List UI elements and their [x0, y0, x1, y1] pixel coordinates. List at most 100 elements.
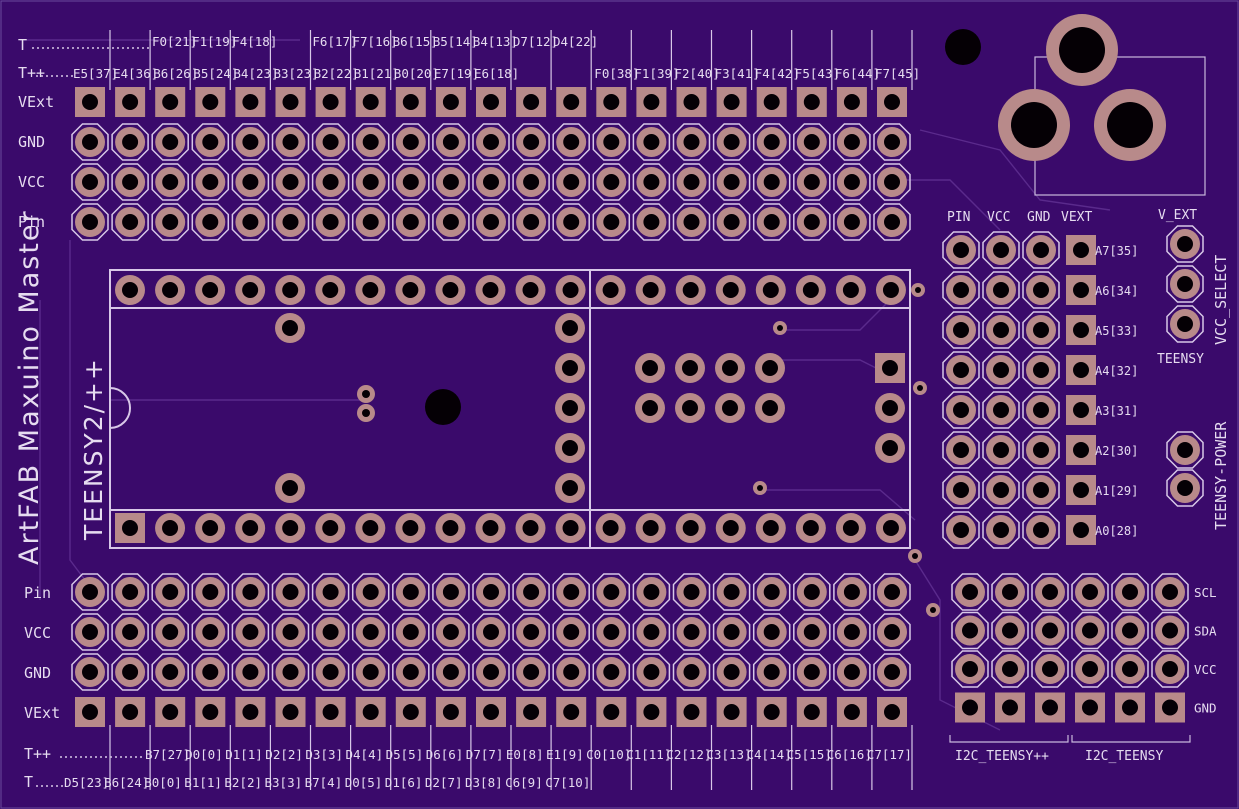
top-t-pin-label: B4[13] — [473, 34, 518, 49]
top-row-label: VExt — [18, 93, 54, 111]
via — [913, 381, 927, 395]
header-pin — [793, 613, 831, 651]
header-pin — [395, 697, 426, 727]
bottom-tpp-pin-label: C6[16] — [827, 747, 872, 762]
header-pin — [833, 203, 871, 241]
header-pin — [552, 123, 590, 161]
analog-header-pin — [1022, 351, 1060, 389]
header-pin — [552, 163, 590, 201]
header-pin — [271, 203, 310, 241]
header-pin — [712, 123, 751, 161]
teensy-pin — [275, 275, 306, 305]
bottom-row-label: VExt — [24, 704, 60, 722]
teensy-center-hole — [425, 389, 461, 425]
vcc-select-pin — [1166, 225, 1204, 263]
mounting-hole — [945, 29, 981, 65]
header-pin — [432, 573, 470, 611]
header-pin — [271, 573, 310, 611]
header-pin — [592, 573, 631, 611]
header-pin — [716, 87, 747, 117]
bottom-t-pin-label: B2[2] — [224, 775, 262, 790]
teensy-pin — [795, 275, 826, 305]
analog-col-label: GND — [1027, 210, 1051, 225]
header-pin — [235, 697, 266, 727]
header-pin — [195, 87, 226, 117]
teensy-pin — [795, 513, 826, 543]
header-pin — [115, 697, 146, 727]
header-pin — [793, 163, 831, 201]
i2c-group-left-label: I2C_TEENSY++ — [955, 749, 1049, 764]
teensy-pin — [675, 513, 706, 543]
bottom-tpp-pin-label: D1[1] — [225, 747, 263, 762]
teensy-footprint — [109, 269, 911, 549]
analog-pin-label: A0[28] — [1095, 524, 1138, 538]
header-pin — [712, 613, 751, 651]
teensy-pin — [355, 275, 386, 305]
header-pin — [712, 653, 751, 691]
header-pin — [556, 87, 587, 117]
header-pin — [271, 163, 310, 201]
teensy-label: TEENSY2/++ — [79, 357, 108, 541]
header-pin — [231, 163, 270, 201]
header-pin — [512, 163, 550, 201]
analog-header-pin — [1066, 515, 1096, 545]
header-pin — [833, 613, 871, 651]
i2c-pin — [1111, 611, 1149, 650]
header-pin — [151, 203, 189, 241]
header-pin — [552, 203, 590, 241]
header-pin — [712, 163, 751, 201]
top-tpp-pin-label: E6[18] — [474, 66, 519, 81]
via — [926, 603, 940, 617]
teensy-inner-pin — [675, 353, 705, 383]
header-pin — [155, 87, 186, 117]
analog-col-label: VCC — [987, 210, 1010, 225]
i2c-pin — [1151, 573, 1189, 611]
header-pin — [752, 653, 791, 691]
top-tpp-pin-label: F0[38] — [594, 66, 639, 81]
analog-header-pin — [1066, 395, 1096, 425]
vcc-select-pin — [1166, 305, 1204, 343]
small-via — [357, 385, 375, 403]
header-pin — [636, 87, 667, 117]
analog-header-pin — [1066, 315, 1096, 345]
teensy-pin — [235, 275, 266, 305]
analog-pin-label: A6[34] — [1095, 284, 1138, 298]
teensy-pin — [395, 275, 426, 305]
teensy-inner-pin — [755, 353, 785, 383]
header-pin — [75, 87, 105, 117]
header-pin — [636, 697, 667, 727]
bottom-tpp-label: T++ — [24, 745, 51, 763]
header-pin — [231, 613, 270, 651]
i2c-pin — [1035, 692, 1065, 723]
i2c-pin — [1151, 611, 1189, 650]
header-pin — [115, 87, 146, 117]
teensy-pin — [115, 275, 145, 305]
i2c-row-label: SCL — [1194, 585, 1217, 600]
i2c-pin — [1111, 573, 1149, 611]
bottom-t-pin-label: D0[5] — [345, 775, 383, 790]
bottom-t-pin-label: D5[23] — [64, 775, 109, 790]
vcc-select-label: VCC_SELECT — [1212, 255, 1230, 345]
header-pin — [712, 203, 751, 241]
teensy-pin — [195, 513, 226, 543]
header-pin — [592, 203, 631, 241]
teensy-pin — [435, 513, 466, 543]
header-pin — [873, 123, 911, 161]
header-pin — [556, 697, 587, 727]
header-pin — [873, 653, 911, 691]
top-tpp-pin-label: B0[20] — [394, 66, 439, 81]
header-pin — [315, 87, 346, 117]
bottom-tpp-pin-label: C5[15] — [787, 747, 832, 762]
header-pin — [311, 613, 350, 651]
analog-header-pin — [1066, 355, 1096, 385]
top-tpp-pin-label: E7[19] — [434, 66, 479, 81]
top-t-pin-label: F4[18] — [232, 34, 277, 49]
analog-pin-label: A2[30] — [1095, 444, 1138, 458]
header-pin — [793, 653, 831, 691]
header-pin — [271, 613, 310, 651]
top-t-pin-label: F7[16] — [353, 34, 398, 49]
teensy-inner-pin — [675, 393, 705, 423]
top-tpp-pin-label: E5[37] — [73, 66, 118, 81]
header-pin — [672, 163, 711, 201]
header-pin — [592, 163, 631, 201]
